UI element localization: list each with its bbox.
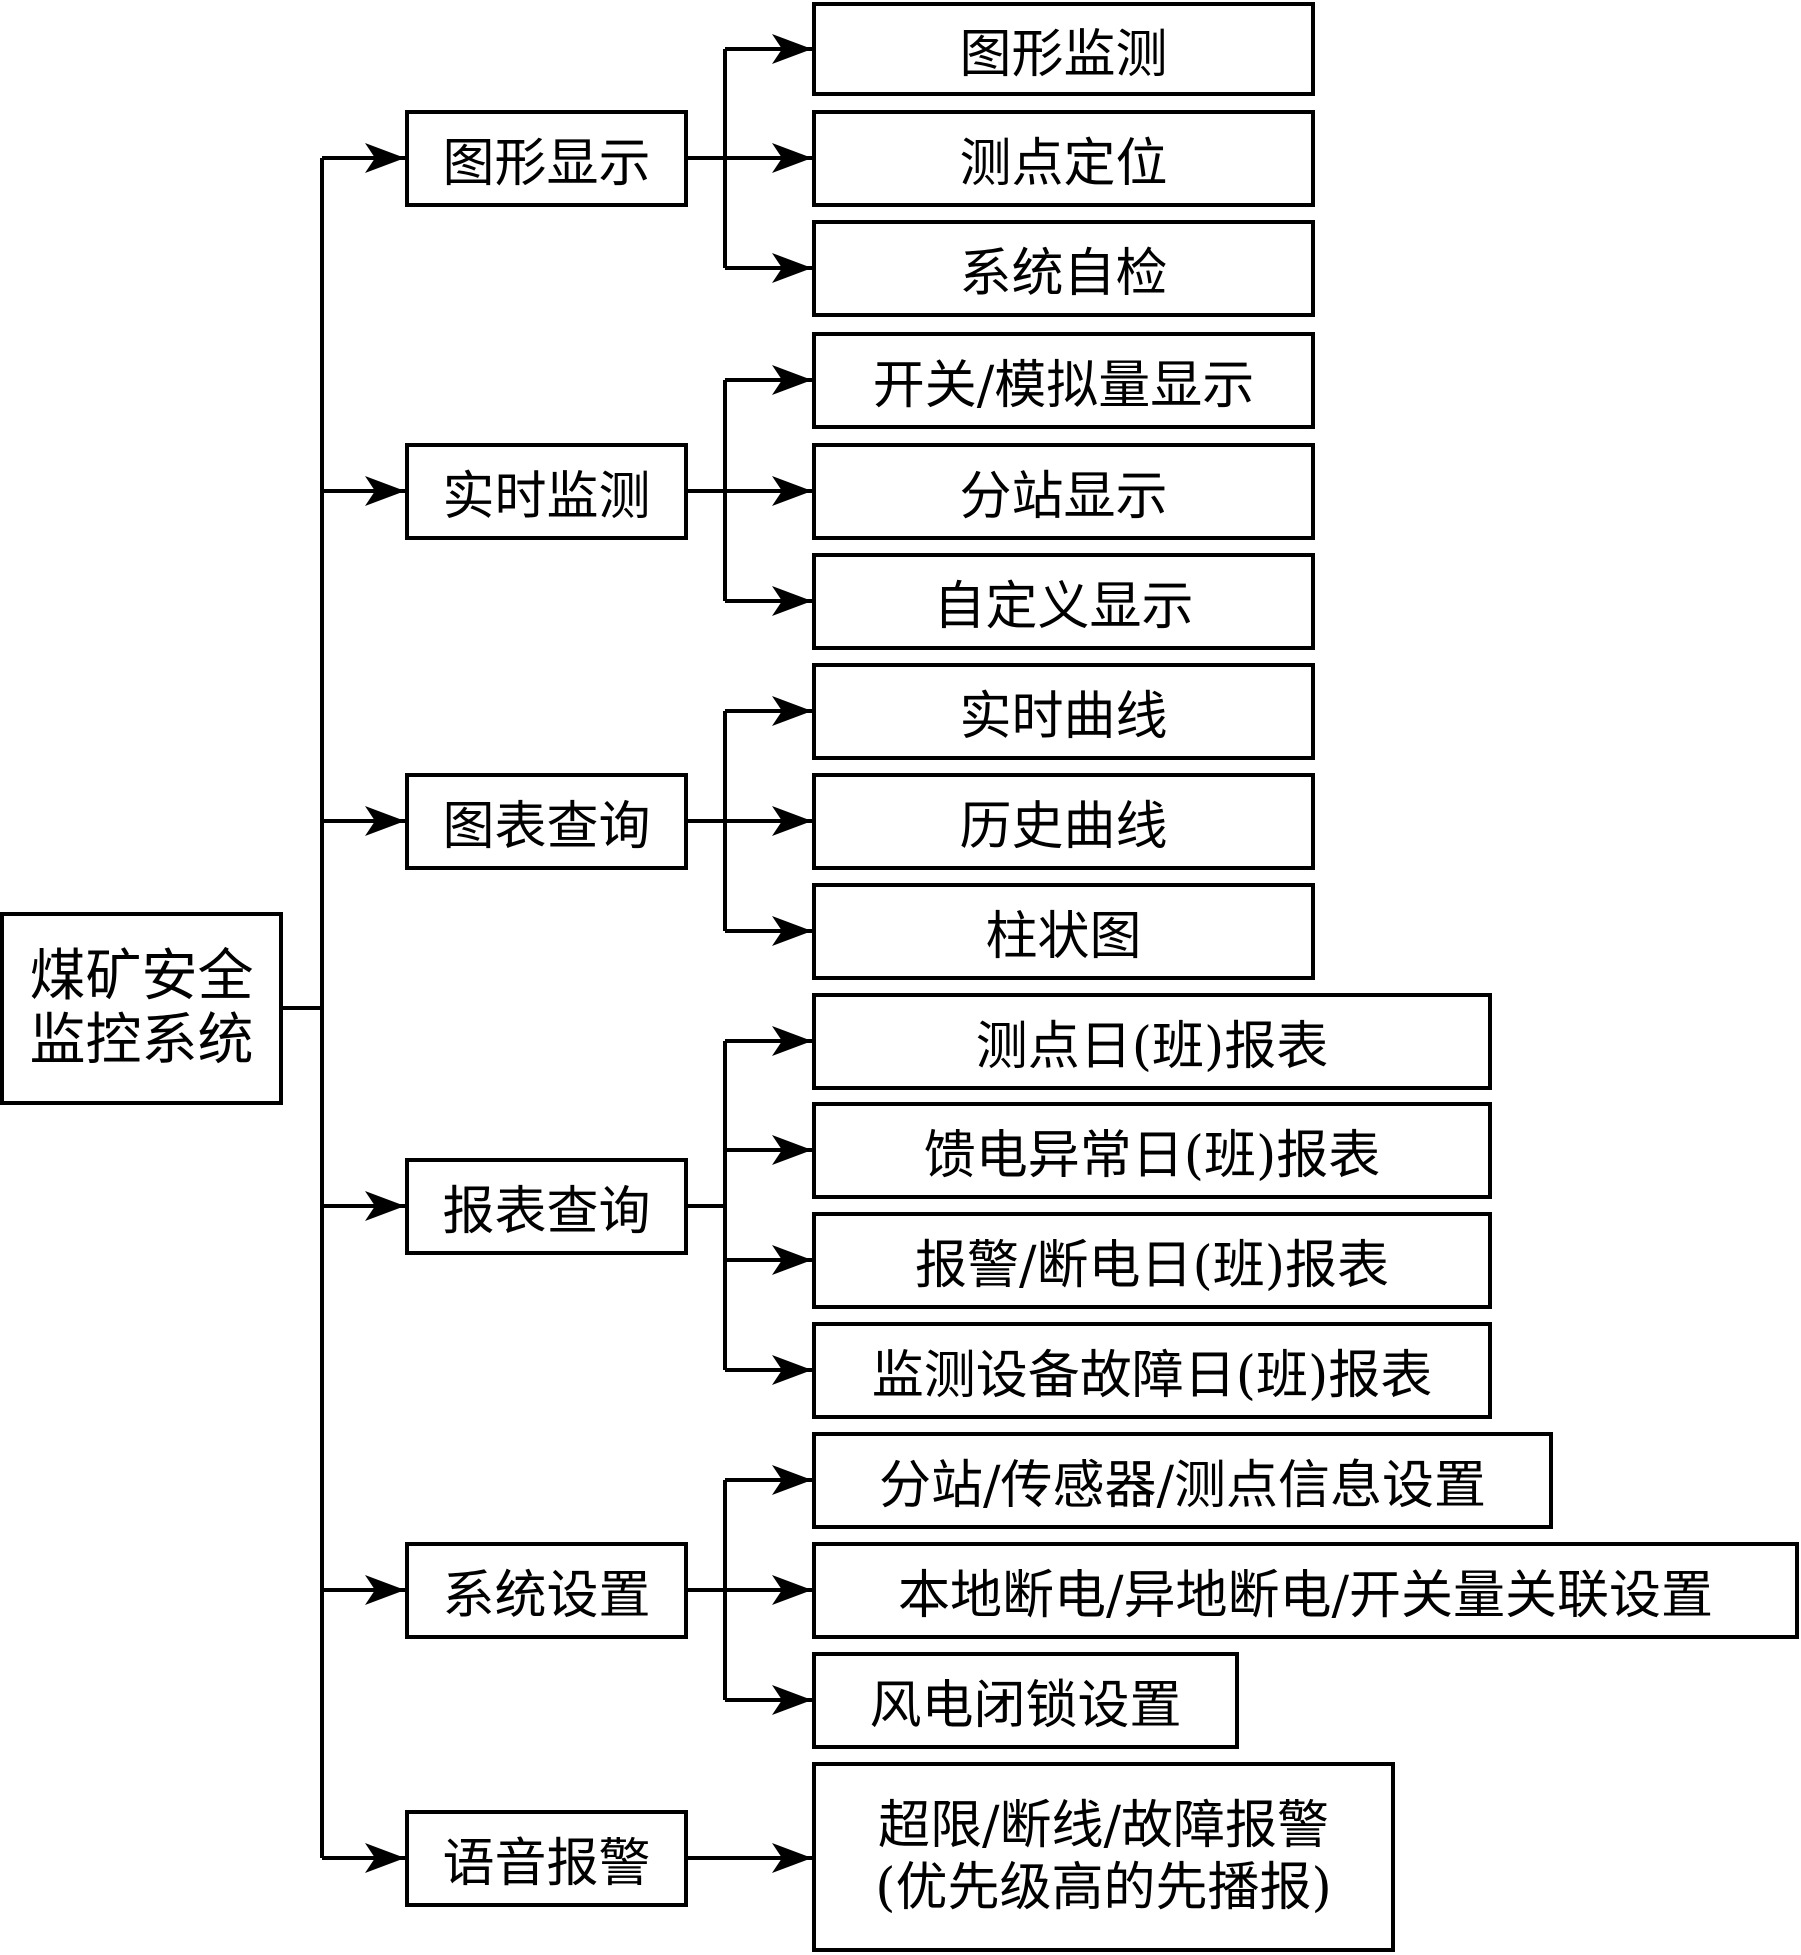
leaf-system-self-check: 系统自检 <box>812 220 1315 317</box>
leaf-point-daily-report: 测点日(班)报表 <box>812 993 1492 1090</box>
category-chart-query: 图表查询 <box>405 773 688 870</box>
leaf-substation-display: 分站显示 <box>812 443 1315 540</box>
leaf-feed-anomaly-report: 馈电异常日(班)报表 <box>812 1102 1492 1199</box>
root-node: 煤矿安全 监控系统 <box>0 912 283 1105</box>
category-system-settings: 系统设置 <box>405 1542 688 1639</box>
leaf-custom-display: 自定义显示 <box>812 553 1315 650</box>
root-label-line1: 煤矿安全 <box>29 943 254 1009</box>
leaf-point-location: 测点定位 <box>812 110 1315 207</box>
category-graphic-display: 图形显示 <box>405 110 688 207</box>
leaf-overlimit-alarm: 超限/断线/故障报警 (优先级高的先播报) <box>812 1762 1395 1952</box>
root-label-line2: 监控系统 <box>29 1007 254 1073</box>
leaf-overlimit-alarm-line2: (优先级高的先播报) <box>875 1858 1332 1918</box>
category-report-query: 报表查询 <box>405 1158 688 1255</box>
leaf-switch-analog-display: 开关/模拟量显示 <box>812 332 1315 429</box>
leaf-wind-power-lock-settings: 风电闭锁设置 <box>812 1652 1239 1749</box>
leaf-poweroff-linkage-settings: 本地断电/异地断电/开关量关联设置 <box>812 1542 1799 1639</box>
leaf-history-curve: 历史曲线 <box>812 773 1315 870</box>
category-voice-alarm: 语音报警 <box>405 1810 688 1907</box>
category-realtime-monitoring: 实时监测 <box>405 443 688 540</box>
leaf-alarm-poweroff-report: 报警/断电日(班)报表 <box>812 1212 1492 1309</box>
leaf-device-fault-report: 监测设备故障日(班)报表 <box>812 1322 1492 1419</box>
leaf-realtime-curve: 实时曲线 <box>812 663 1315 760</box>
leaf-overlimit-alarm-line1: 超限/断线/故障报警 <box>877 1796 1330 1856</box>
leaf-substation-sensor-settings: 分站/传感器/测点信息设置 <box>812 1432 1553 1529</box>
leaf-graphic-monitoring: 图形监测 <box>812 2 1315 96</box>
leaf-bar-chart: 柱状图 <box>812 883 1315 980</box>
